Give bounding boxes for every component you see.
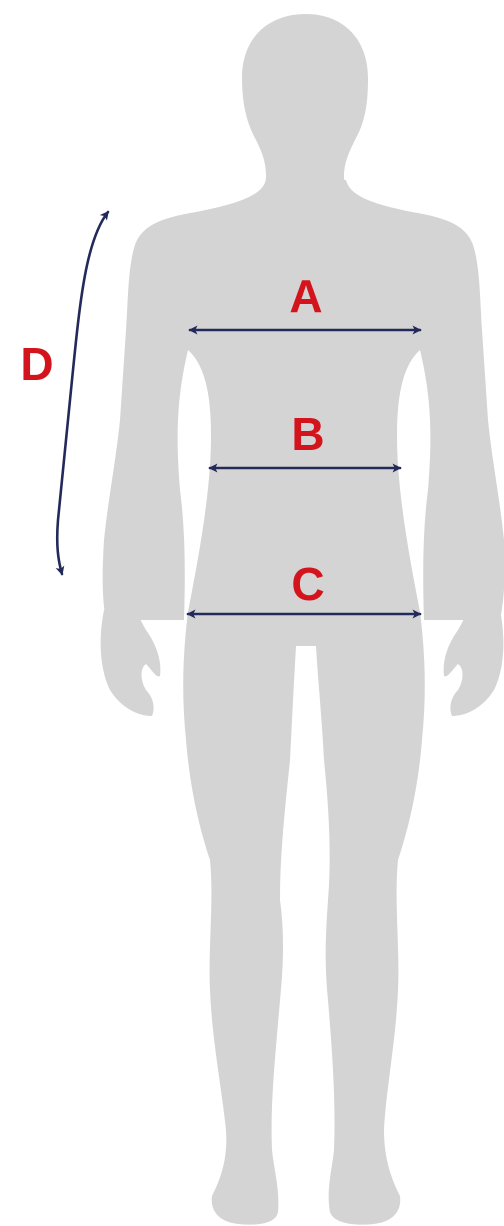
silhouette-right-hand [443,606,504,716]
chest-label: A [289,270,322,322]
silhouette-body [102,180,504,1225]
silhouette-left-hand [100,606,161,716]
arm-length-arrow [55,210,110,576]
waist-label: B [291,408,324,460]
measurement-guides [55,210,422,619]
measurement-labels: A B C D [20,270,324,610]
hips-label: C [291,558,324,610]
silhouette-head [230,14,368,206]
human-silhouette [100,14,504,1225]
arm-length-label: D [20,338,53,390]
